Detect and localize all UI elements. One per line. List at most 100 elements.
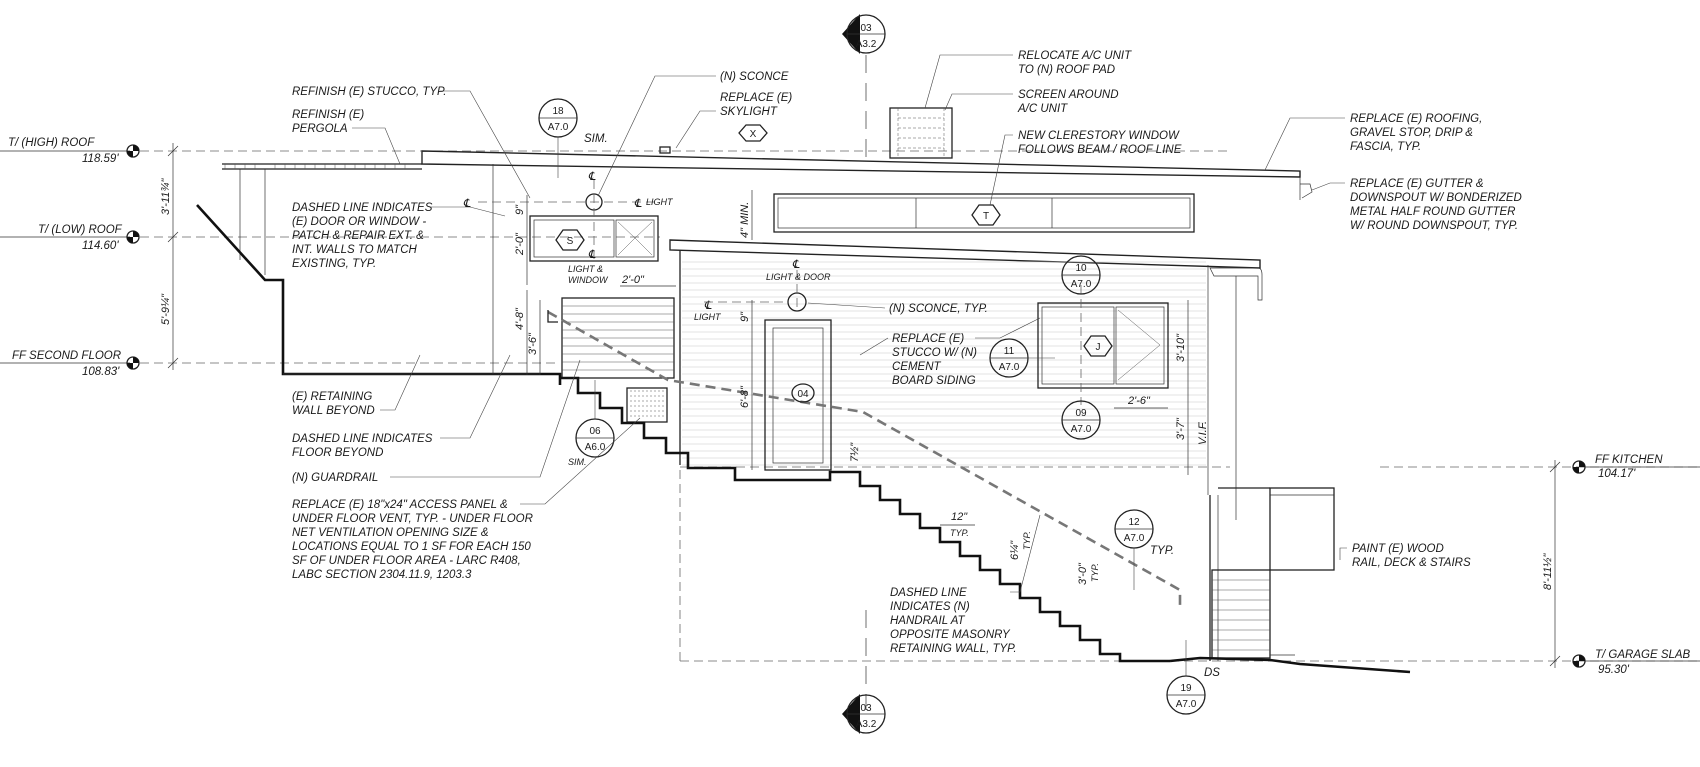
svg-text:19: 19: [1180, 683, 1192, 694]
svg-text:℄: ℄: [634, 198, 642, 210]
svg-text:TYP.: TYP.: [950, 528, 969, 538]
level-dimensions: 3'-11¾" 5'-9¼" 8'-11½": [160, 143, 1561, 668]
svg-text:(E) DOOR OR WINDOW -: (E) DOOR OR WINDOW -: [292, 216, 426, 228]
dim-8-11: 8'-11½": [1542, 553, 1554, 590]
note-guardrail: (N) GUARDRAIL: [292, 359, 581, 484]
svg-text:3'-0": 3'-0": [1077, 562, 1089, 585]
svg-text:06: 06: [589, 426, 601, 437]
svg-text:RELOCATE A/C UNIT: RELOCATE A/C UNIT: [1018, 50, 1132, 62]
svg-text:REFINISH (E) STUCCO, TYP.: REFINISH (E) STUCCO, TYP.: [292, 86, 446, 98]
svg-text:3'-10": 3'-10": [1175, 333, 1187, 362]
svg-text:A7.0: A7.0: [999, 362, 1020, 373]
detail-tag-18: 18 A7.0 SIM.: [538, 98, 608, 178]
svg-text:9": 9": [739, 311, 751, 322]
svg-text:(N) SCONCE, TYP.: (N) SCONCE, TYP.: [889, 303, 988, 315]
level-name: T/ (LOW) ROOF: [38, 224, 123, 236]
svg-text:11: 11: [1004, 346, 1015, 357]
svg-text:NET VENTILATION OPENING SIZE &: NET VENTILATION OPENING SIZE &: [292, 527, 489, 539]
svg-text:TO (N) ROOF PAD: TO (N) ROOF PAD: [1018, 64, 1115, 76]
svg-text:BOARD SIDING: BOARD SIDING: [892, 375, 976, 387]
note-roofing: REPLACE (E) ROOFING, GRAVEL STOP, DRIP &…: [1264, 113, 1482, 171]
svg-text:PAINT (E) WOOD: PAINT (E) WOOD: [1352, 543, 1444, 555]
level-marker-garage-slab: T/ GARAGE SLAB 95.30': [1572, 649, 1691, 676]
dim-5-9: 5'-9¼": [160, 293, 172, 325]
level-marker-low-roof: T/ (LOW) ROOF 114.60': [38, 224, 140, 252]
note-dashed-floor: DASHED LINE INDICATES FLOOR BEYOND: [292, 354, 511, 459]
svg-text:WINDOW: WINDOW: [568, 275, 609, 285]
note-skylight: REPLACE (E) SKYLIGHT: [675, 92, 792, 149]
ground-line: [1169, 656, 1411, 674]
svg-text:TYP.: TYP.: [1090, 563, 1100, 582]
access-panel: [626, 387, 668, 423]
svg-text:(N) SCONCE: (N) SCONCE: [720, 71, 789, 83]
note-refinish-stucco: REFINISH (E) STUCCO, TYP.: [292, 86, 531, 199]
svg-text:EXISTING, TYP.: EXISTING, TYP.: [292, 258, 376, 270]
svg-text:10: 10: [1075, 263, 1087, 274]
detail-tag-11: 11 A7.0: [989, 338, 1055, 378]
svg-text:4'-8": 4'-8": [514, 307, 526, 330]
note-cement-siding: REPLACE (E) STUCCO W/ (N) CEMENT BOARD S…: [859, 317, 1041, 387]
detail-tag-10: 10 A7.0: [1061, 255, 1101, 295]
window-tag-s: S: [555, 229, 585, 251]
retaining-wall: [196, 204, 562, 385]
svg-text:W/ ROUND DOWNSPOUT, TYP.: W/ ROUND DOWNSPOUT, TYP.: [1350, 220, 1518, 232]
svg-text:RETAINING WALL, TYP.: RETAINING WALL, TYP.: [890, 643, 1017, 655]
svg-text:HANDRAIL AT: HANDRAIL AT: [890, 615, 966, 627]
svg-text:OPPOSITE MASONRY: OPPOSITE MASONRY: [890, 629, 1011, 641]
svg-text:2'-0": 2'-0": [621, 274, 645, 286]
svg-text:18: 18: [552, 106, 564, 117]
level-name: T/ GARAGE SLAB: [1595, 649, 1691, 661]
svg-text:2'-0": 2'-0": [514, 232, 526, 256]
dimension-strings: 9" 2'-0" 2'-0" 4'-8" 3'-6" 4" MIN. 9" 6'…: [514, 190, 1220, 679]
note-screen-ac: SCREEN AROUND A/C UNIT: [944, 89, 1119, 115]
deck-stairs: [1211, 487, 1335, 661]
svg-text:04: 04: [797, 389, 809, 400]
svg-text:REPLACE (E): REPLACE (E): [892, 333, 964, 345]
svg-text:A/C UNIT: A/C UNIT: [1017, 103, 1068, 115]
note-refinish-pergola: REFINISH (E) PERGOLA: [292, 109, 401, 165]
svg-text:LOCATIONS EQUAL TO 1 SF FOR EA: LOCATIONS EQUAL TO 1 SF FOR EACH 150: [292, 541, 531, 553]
svg-text:12: 12: [1128, 517, 1140, 528]
svg-text:7½": 7½": [849, 442, 861, 462]
svg-text:CEMENT: CEMENT: [892, 361, 942, 373]
handrail-dashed: [547, 310, 1182, 606]
svg-text:SCREEN AROUND: SCREEN AROUND: [1018, 89, 1119, 101]
svg-text:RAIL, DECK & STAIRS: RAIL, DECK & STAIRS: [1352, 557, 1471, 569]
section-marker-bottom: 03 A3.2: [842, 694, 886, 734]
detail-note: SIM.: [584, 133, 608, 145]
note-gutter: REPLACE (E) GUTTER & DOWNSPOUT W/ BONDER…: [1311, 178, 1522, 232]
level-marker-ff-second: FF SECOND FLOOR 108.83': [12, 350, 140, 378]
section-sheet: A3.2: [856, 39, 877, 50]
svg-text:REPLACE (E) GUTTER &: REPLACE (E) GUTTER &: [1350, 178, 1484, 190]
level-marker-high-roof: T/ (HIGH) ROOF 118.59': [8, 137, 140, 165]
svg-text:DASHED LINE INDICATES: DASHED LINE INDICATES: [292, 202, 433, 214]
svg-text:FASCIA, TYP.: FASCIA, TYP.: [1350, 141, 1421, 153]
svg-text:REPLACE (E): REPLACE (E): [720, 92, 792, 104]
level-elev: 114.60': [82, 240, 119, 252]
svg-text:A7.0: A7.0: [548, 122, 569, 133]
svg-text:J: J: [1096, 342, 1101, 353]
svg-text:2'-6": 2'-6": [1127, 395, 1151, 407]
guardrail: [561, 297, 675, 379]
svg-text:REFINISH (E): REFINISH (E): [292, 109, 364, 121]
note-relocate-ac: RELOCATE A/C UNIT TO (N) ROOF PAD: [924, 50, 1132, 109]
svg-text:LIGHT &: LIGHT &: [568, 264, 603, 274]
detail-note: SIM.: [568, 457, 587, 467]
svg-text:LIGHT: LIGHT: [694, 312, 722, 322]
level-marker-ff-kitchen: FF KITCHEN 104.17': [1572, 454, 1663, 480]
svg-text:PATCH & REPAIR EXT. &: PATCH & REPAIR EXT. &: [292, 230, 424, 242]
svg-text:GRAVEL STOP, DRIP &: GRAVEL STOP, DRIP &: [1350, 127, 1473, 139]
svg-text:DS: DS: [1204, 667, 1220, 679]
window-j: [1037, 302, 1169, 389]
svg-text:(N) GUARDRAIL: (N) GUARDRAIL: [292, 472, 378, 484]
note-clerestory: NEW CLERESTORY WINDOW FOLLOWS BEAM / ROO…: [989, 130, 1182, 206]
svg-text:DASHED LINE INDICATES: DASHED LINE INDICATES: [292, 433, 433, 445]
cement-board-siding: [682, 261, 1206, 466]
svg-text:6'-8": 6'-8": [739, 385, 751, 408]
svg-text:V.I.F.: V.I.F.: [1197, 421, 1209, 445]
svg-text:DASHED LINE: DASHED LINE: [890, 587, 967, 599]
svg-text:FOLLOWS BEAM / ROOF LINE: FOLLOWS BEAM / ROOF LINE: [1018, 144, 1182, 156]
level-name: FF KITCHEN: [1595, 454, 1663, 466]
section-num: 03: [860, 703, 872, 714]
svg-text:12": 12": [951, 511, 968, 523]
